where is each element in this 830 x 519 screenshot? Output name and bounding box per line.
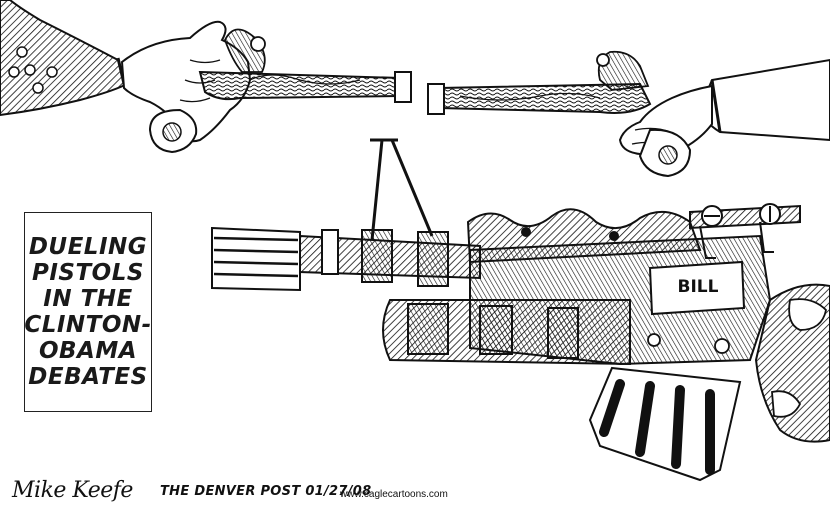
caption-line-1: DUELING — [28, 234, 148, 260]
assault-rifle — [211, 138, 830, 482]
left-pistol — [148, 28, 412, 154]
caption-line-4: CLINTON- — [24, 312, 152, 338]
right-pistol — [427, 50, 692, 178]
left-arm — [0, 0, 127, 117]
gun-name-plate: BILL — [677, 277, 719, 297]
caption-line-3: IN THE — [43, 286, 133, 312]
right-arm — [700, 58, 830, 142]
caption-line-6: DEBATES — [28, 364, 148, 390]
caption-line-5: OBAMA — [38, 338, 138, 364]
artist-signature: Mike Keefe — [12, 478, 133, 503]
caption-line-2: PISTOLS — [32, 260, 144, 286]
publication-byline: THE DENVER POST 01/27/08 — [160, 484, 372, 499]
website-credit: www.caglecartoons.com — [340, 489, 448, 500]
caption-box: DUELING PISTOLS IN THE CLINTON- OBAMA DE… — [24, 212, 152, 412]
